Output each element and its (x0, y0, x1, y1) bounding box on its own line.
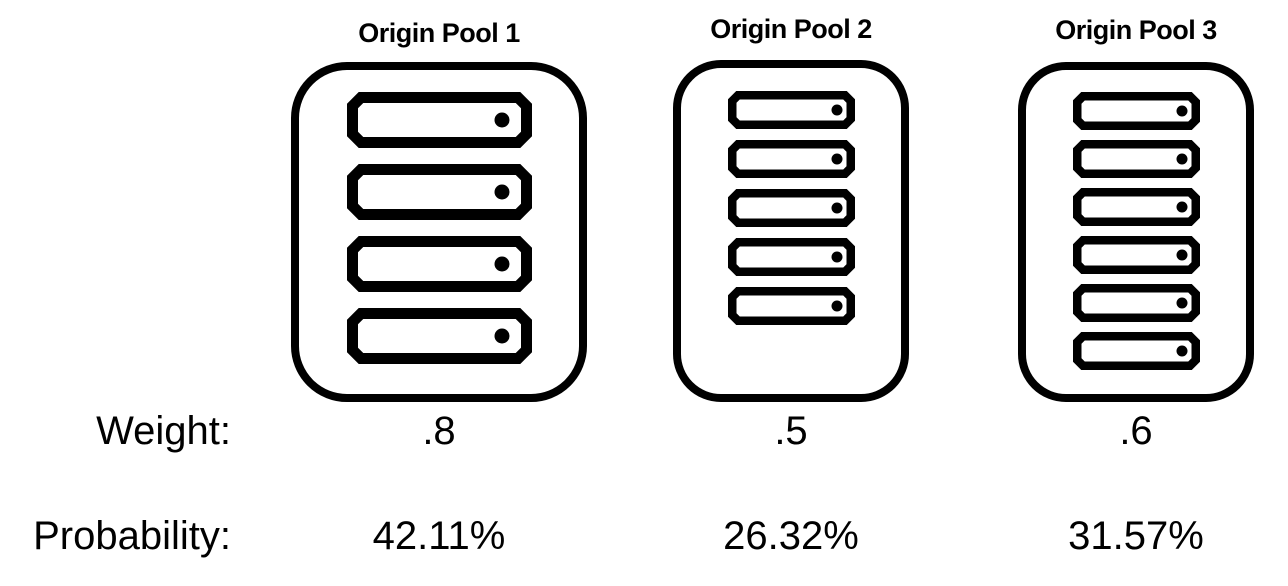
server-icon (1073, 332, 1200, 370)
server-icon (1073, 188, 1200, 226)
server-icon (1073, 92, 1200, 130)
server-icon (1073, 140, 1200, 178)
pool-3-probability-value: 31.57% (1068, 514, 1204, 558)
pool-1-weight-value: .8 (422, 409, 456, 453)
origin-pool-2-box (673, 60, 909, 402)
server-icon (728, 287, 855, 325)
weight-row-label: Weight: (96, 409, 231, 453)
server-icon (728, 238, 855, 276)
pool-2-probability-value: 26.32% (723, 514, 859, 558)
server-icon (347, 164, 532, 220)
origin-pool-1-box (291, 62, 587, 402)
server-icon (347, 308, 532, 364)
pool-1-title: Origin Pool 1 (358, 18, 520, 48)
origin-pool-3-box (1018, 62, 1254, 402)
server-icon (728, 140, 855, 178)
pool-3-title: Origin Pool 3 (1055, 15, 1217, 45)
server-icon (728, 91, 855, 129)
probability-row-label: Probability: (33, 514, 231, 558)
server-icon (347, 92, 532, 148)
pool-3-weight-value: .6 (1119, 409, 1153, 453)
pool-1-probability-value: 42.11% (372, 514, 506, 558)
pool-2-weight-value: .5 (774, 409, 808, 453)
pool-2-title: Origin Pool 2 (710, 14, 872, 44)
server-icon (1073, 236, 1200, 274)
server-icon (347, 236, 532, 292)
server-icon (728, 189, 855, 227)
server-icon (1073, 284, 1200, 322)
